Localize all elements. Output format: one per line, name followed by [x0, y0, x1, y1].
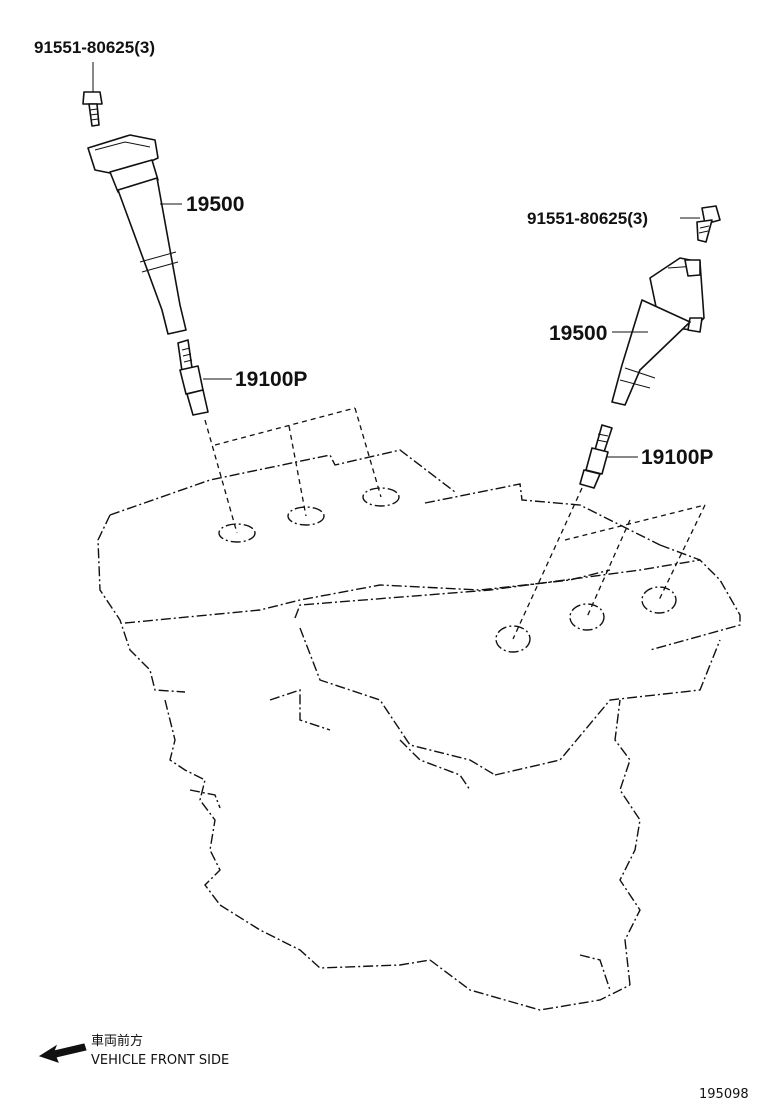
legend-japanese: 車両前方	[91, 1034, 144, 1049]
callout-plug-left: 19100P	[235, 368, 308, 391]
alignment-lines-right	[512, 487, 706, 640]
coil-left	[87, 134, 187, 335]
callout-bolt-right: 91551-80625(3)	[527, 209, 648, 228]
engine-outline	[97, 449, 741, 1011]
left-arrow-icon	[38, 1043, 87, 1063]
spark-plug-right	[579, 424, 638, 489]
callout-coil-right: 19500	[549, 322, 608, 345]
alignment-lines-left	[204, 407, 382, 534]
callout-plug-right: 19100P	[641, 446, 714, 469]
callout-coil-left: 19500	[186, 193, 245, 216]
bolt-left	[82, 62, 103, 127]
legend-english: VEHICLE FRONT SIDE	[91, 1053, 230, 1068]
figure-number: 195098	[699, 1087, 749, 1102]
plug-holes	[218, 487, 677, 653]
bolt-right	[680, 205, 721, 243]
spark-plug-left	[177, 339, 232, 416]
callout-bolt-left: 91551-80625(3)	[34, 38, 155, 57]
coil-right	[611, 257, 705, 406]
